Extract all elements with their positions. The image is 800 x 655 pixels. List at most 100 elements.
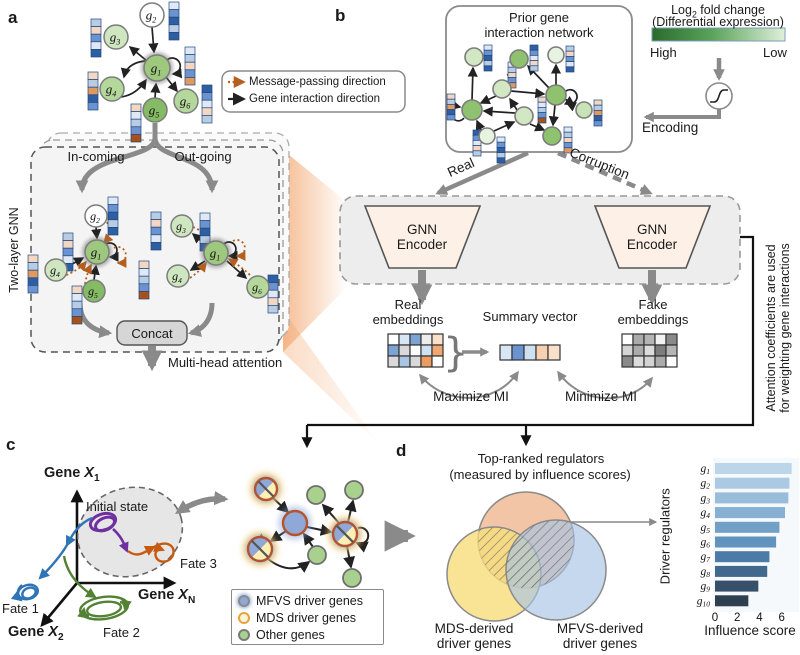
branch-arrows	[75, 123, 219, 194]
x-tick-label: 2	[734, 612, 740, 624]
fate-2-label: Fate 2	[103, 625, 140, 640]
driver-node-other	[307, 545, 327, 565]
encoding-path	[643, 58, 725, 123]
bar-g5	[715, 521, 780, 533]
svg-text:g1: g1	[151, 60, 162, 77]
gene-node: g3	[103, 24, 129, 50]
axis-gene-x2-label: Gene X2	[8, 624, 64, 643]
colorbar-high-label: High	[650, 45, 677, 60]
driver-node-both	[242, 531, 278, 567]
bar-label: g6	[701, 537, 711, 550]
maximize-mi-label: Maximize MI	[433, 389, 509, 404]
svg-text:g5: g5	[149, 102, 160, 119]
gene-node: g2	[139, 2, 165, 28]
corruption-arrow	[557, 150, 653, 196]
panel-d-title-line2: (measured by influence scores)	[449, 467, 631, 482]
legend-row-other: Other genes	[238, 626, 383, 643]
bar-label: g7	[701, 551, 711, 564]
svg-text:g4: g4	[50, 263, 60, 279]
bar-g2	[715, 477, 790, 489]
initial-state-ellipse	[76, 486, 184, 578]
real-corruption-arrows	[435, 150, 653, 196]
gene-node: g2	[84, 204, 108, 228]
chart-xlabel: Influence score	[704, 623, 796, 638]
real-embeddings-grid	[387, 333, 444, 368]
gnn-encoder-left	[363, 205, 482, 269]
legend-gene-interaction: Gene interaction direction	[249, 93, 381, 105]
x-tick-label: 4	[756, 612, 763, 624]
initial-state-label: Initial state	[86, 499, 149, 514]
prior-gene-node	[478, 127, 496, 145]
bar-label: g8	[701, 566, 711, 579]
gene-node: g4	[44, 258, 68, 282]
expression-strip	[168, 1, 180, 41]
svg-text:g6: g6	[180, 93, 191, 110]
svg-text:g4: g4	[106, 81, 117, 98]
driver-node-other	[342, 568, 362, 588]
trajectory-purple	[88, 511, 129, 553]
encoder-output-arrows	[411, 270, 663, 306]
connector-lines	[301, 235, 755, 449]
svg-text:g6: g6	[252, 280, 262, 296]
venn-diagram	[446, 491, 607, 622]
colorbar-low-label: Low	[763, 45, 787, 60]
mds-swatch-icon	[238, 611, 250, 624]
expression-strip	[90, 18, 102, 58]
bar-g9	[715, 580, 759, 592]
expression-strip	[150, 211, 162, 251]
trajectory-blue	[10, 516, 93, 602]
driver-node-other	[344, 480, 364, 500]
svg-text:g3: g3	[176, 219, 186, 235]
driver-node-both	[327, 516, 363, 552]
expression-strip	[529, 44, 539, 72]
bar-g3	[715, 492, 789, 504]
fate-1-label: Fate 1	[2, 601, 39, 616]
expression-strip	[107, 196, 119, 236]
summary-vector-cells	[499, 344, 561, 361]
summary-vector-label: Summary vector	[482, 309, 578, 324]
incoming-label: In-coming	[67, 149, 125, 164]
panel-label-a: a	[8, 8, 18, 27]
gene-node: g4	[166, 264, 190, 288]
expression-strip	[27, 254, 39, 294]
legend-message-passing: Message-passing direction	[249, 76, 386, 88]
svg-text:g3: g3	[110, 29, 121, 46]
driver-genes-legend: MFVS driver genes MDS driver genes Other…	[231, 589, 384, 645]
prior-gene-node	[545, 84, 567, 106]
axis-gene-xn-label: Gene XN	[138, 587, 196, 606]
fate-3-label: Fate 3	[180, 556, 217, 571]
bar-label: g10	[697, 595, 711, 608]
expression-strip	[496, 136, 506, 164]
expression-strip	[446, 93, 456, 121]
gnn-encoder-right	[593, 205, 712, 269]
minimize-mi-label: Minimize MI	[564, 389, 637, 404]
colorbar	[651, 27, 786, 42]
expression-strip	[565, 45, 575, 73]
expression-strip	[483, 44, 493, 72]
svg-text:g5: g5	[88, 284, 98, 300]
maximize-mi-arrow	[419, 370, 519, 399]
encoding-label: Encoding	[642, 120, 699, 135]
gene-node: g1	[201, 238, 231, 268]
bar-g1	[715, 463, 792, 474]
expression-strip	[87, 71, 99, 111]
multi-head-attention-label: Multi-head attention	[168, 355, 283, 370]
gene-node: g6	[173, 88, 199, 114]
bar-g8	[715, 565, 768, 577]
prior-gene-node	[514, 106, 534, 126]
panel-a-legend-box	[221, 70, 406, 113]
prior-gene-node	[492, 79, 512, 99]
colorbar-title: Log2 fold change	[671, 3, 765, 20]
expression-strip	[267, 274, 279, 314]
gene-node: g5	[142, 97, 168, 123]
gene-node: g1	[82, 237, 112, 267]
legend-row-mfvs: MFVS driver genes	[238, 592, 383, 609]
driver-node-both	[249, 472, 283, 506]
gene-node: g5	[82, 279, 106, 303]
mfvs-swatch-icon	[238, 594, 250, 607]
